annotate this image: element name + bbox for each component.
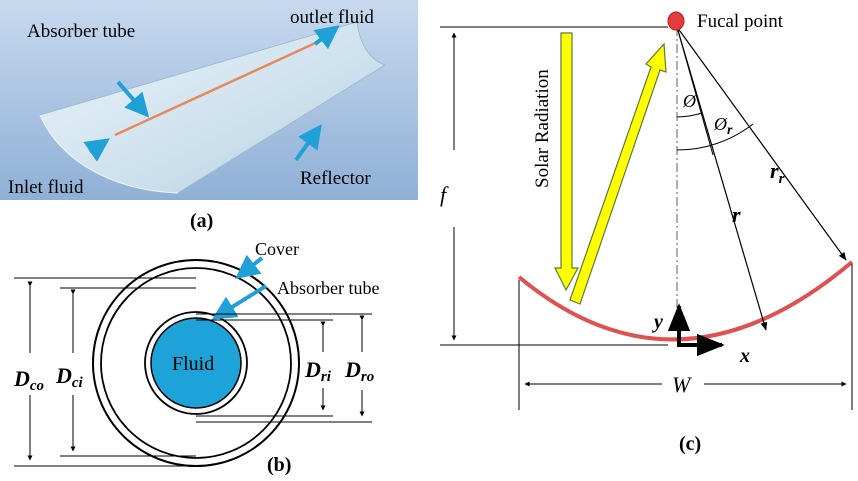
w-dimension — [518, 264, 853, 410]
d-co-dimension — [14, 277, 196, 467]
r-line — [676, 26, 768, 331]
panel-c: Fucal point Solar Radiation f Ø Ør r rr … — [440, 11, 854, 455]
d-ri-label: Dri — [304, 357, 332, 385]
absorber-tube-label-a: Absorber tube — [27, 21, 135, 42]
outlet-fluid-arrow — [313, 25, 340, 50]
phi-r-label: Ør — [713, 114, 733, 138]
reflector-arrow — [294, 124, 322, 162]
f-label: f — [440, 182, 449, 207]
cover-inner-circle — [100, 267, 292, 459]
reflector-label: Reflector — [300, 168, 371, 189]
angle-helper-line — [676, 26, 714, 156]
phi-r-arc — [676, 123, 754, 151]
phi-arc — [676, 112, 703, 118]
r-label: r — [732, 202, 741, 227]
caption-b: (b) — [267, 454, 291, 476]
absorber-tube-line — [114, 38, 323, 137]
reflector-front-edge — [39, 114, 179, 194]
d-ro-label: Dro — [344, 357, 374, 385]
fluid-label: Fluid — [172, 353, 214, 375]
d-ci-label: Dci — [55, 363, 84, 391]
absorber-tube-arrow-b — [211, 284, 268, 320]
r-r-label: rr — [770, 158, 785, 187]
focal-point — [667, 11, 685, 31]
panel-b: Fluid Cover Absorber tube Dco Dci — [13, 239, 379, 476]
focal-point-label: Fucal point — [697, 11, 784, 32]
caption-a: (a) — [190, 210, 213, 232]
caption-c: (c) — [679, 433, 701, 455]
d-ci-dimension — [60, 287, 196, 457]
f-dimension — [440, 26, 668, 346]
phi-label: Ø — [682, 91, 697, 111]
cover-label: Cover — [255, 239, 299, 259]
d-ro-dimension — [196, 313, 372, 423]
y-label: y — [652, 311, 663, 333]
x-label: x — [739, 345, 750, 367]
d-co-label: Dco — [13, 366, 44, 394]
outlet-fluid-label: outlet fluid — [290, 7, 374, 28]
w-label: W — [672, 372, 692, 397]
absorber-tube-arrow — [116, 80, 150, 118]
solar-radiation-label: Solar Radiation — [532, 69, 553, 188]
parabola-reflector — [517, 260, 854, 342]
cover-arrow — [235, 254, 264, 279]
absorber-tube-label-b: Absorber tube — [277, 278, 379, 298]
panel-a: Absorber tube outlet fluid Inlet fluid R… — [0, 0, 418, 232]
inlet-fluid-arrow — [83, 138, 110, 162]
fluid-circle — [150, 317, 242, 409]
d-ri-dimension — [196, 319, 333, 417]
solar-ray-incoming — [554, 32, 580, 292]
inlet-fluid-label: Inlet fluid — [8, 177, 84, 198]
r-r-line — [676, 26, 847, 261]
solar-ray-reflected — [569, 42, 667, 305]
